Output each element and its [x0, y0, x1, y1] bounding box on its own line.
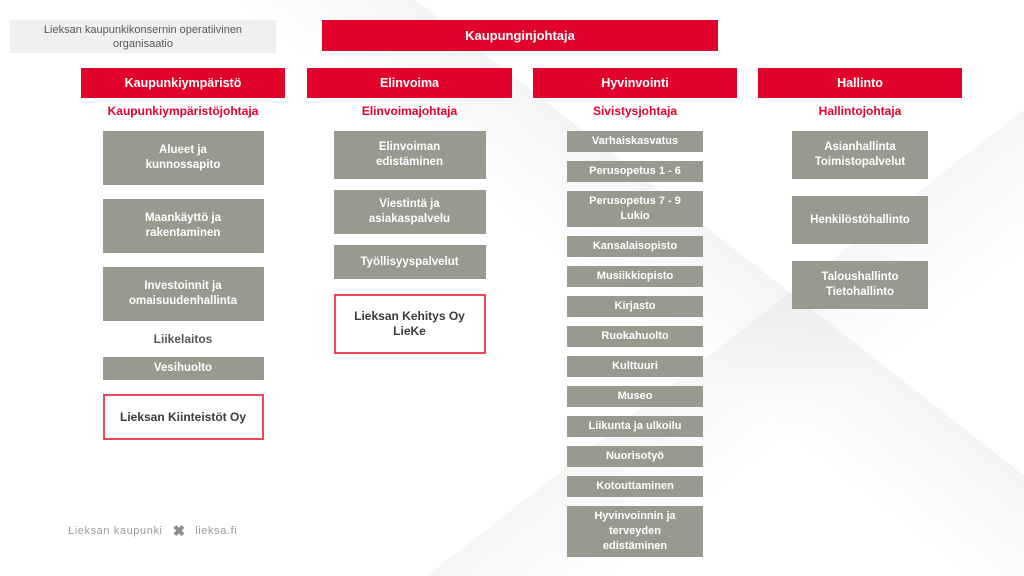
org-box: Musiikkiopisto: [567, 266, 703, 287]
org-box: Hyvinvoinnin ja terveyden edistäminen: [567, 506, 703, 557]
org-box: Kirjasto: [567, 296, 703, 317]
footer: Lieksan kaupunki ✖ lieksa.fi: [68, 522, 237, 540]
org-section-label: Liikelaitos: [153, 332, 213, 346]
org-box: Perusopetus 7 - 9 Lukio: [567, 191, 703, 227]
column-banner: Elinvoima: [307, 68, 512, 98]
column-elinvoima: Elinvoima Elinvoimajohtaja Elinvoiman ed…: [307, 68, 512, 354]
column-banner: Hyvinvointi: [533, 68, 737, 98]
org-box: Lieksan Kehitys Oy LieKe: [333, 294, 486, 354]
footer-brand-text: Lieksan kaupunki: [68, 525, 163, 537]
org-box: Lieksan Kiinteistöt Oy: [102, 394, 264, 440]
org-box: Kansalaisopisto: [567, 236, 703, 257]
column-leader-title: Kaupunkiympäristöjohtaja: [107, 104, 259, 118]
org-box: Varhaiskasvatus: [567, 131, 703, 152]
org-box: Viestintä ja asiakaspalvelu: [333, 190, 486, 234]
column-banner: Hallinto: [758, 68, 962, 98]
column-hyvinvointi: Hyvinvointi Sivistysjohtaja Varhaiskasva…: [533, 68, 737, 557]
org-box: Henkilöstöhallinto: [792, 196, 928, 244]
org-box: Kulttuuri: [567, 356, 703, 377]
org-box: Museo: [567, 386, 703, 407]
column-leader-title: Hallintojohtaja: [818, 104, 902, 118]
org-box: Kotouttaminen: [567, 476, 703, 497]
column-leader-title: Elinvoimajohtaja: [361, 104, 458, 118]
org-box: Taloushallinto Tietohallinto: [792, 261, 928, 309]
org-box: Alueet ja kunnossapito: [102, 131, 264, 185]
org-box: Asianhallinta Toimistopalvelut: [792, 131, 928, 179]
column-kaupunkiymparisto: Kaupunkiympäristö Kaupunkiympäristöjohta…: [81, 68, 285, 440]
footer-site-text: lieksa.fi: [195, 525, 238, 537]
org-box: Nuorisotyö: [567, 446, 703, 467]
org-box: Investoinnit ja omaisuudenhallinta: [102, 267, 264, 321]
column-hallinto: Hallinto Hallintojohtaja Asianhallinta T…: [758, 68, 962, 309]
x-mark-icon: ✖: [172, 523, 186, 540]
org-box: Perusopetus 1 - 6: [567, 161, 703, 182]
column-leader-title: Sivistysjohtaja: [592, 104, 678, 118]
column-banner: Kaupunkiympäristö: [81, 68, 285, 98]
org-box: Ruokahuolto: [567, 326, 703, 347]
org-box: Elinvoiman edistäminen: [333, 131, 486, 179]
org-box: Maankäyttö ja rakentaminen: [102, 199, 264, 253]
org-box: Vesihuolto: [102, 357, 264, 380]
org-box: Työllisyyspalvelut: [333, 245, 486, 279]
page-title: Lieksan kaupunkikonsernin operatiivinen …: [10, 20, 276, 53]
org-box: Liikunta ja ulkoilu: [567, 416, 703, 437]
banner-kaupunginjohtaja: Kaupunginjohtaja: [322, 20, 718, 51]
